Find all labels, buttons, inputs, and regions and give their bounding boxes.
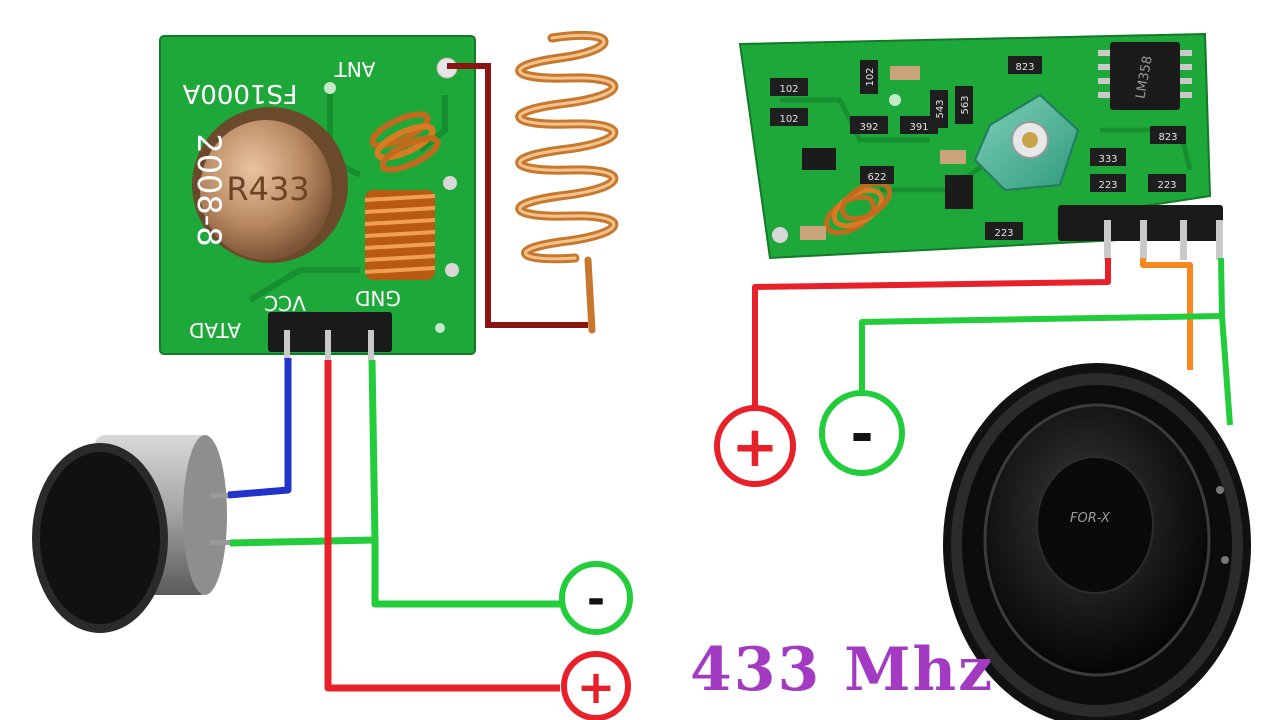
- board-name-label: FS1000A: [182, 78, 297, 108]
- crystal-resonator: R433: [192, 107, 348, 263]
- tx-vcc-wire-red: [324, 360, 560, 692]
- smd-resistor: 391: [900, 116, 938, 134]
- frequency-label: 433 Mhz: [690, 635, 995, 705]
- receiver-header: [1058, 205, 1223, 260]
- antenna-pin-label: ANT: [334, 57, 376, 81]
- mic-signal-wire-blue: [227, 358, 292, 499]
- tx-plus-symbol: +: [577, 660, 616, 714]
- speaker: FOR-X: [943, 363, 1251, 720]
- data-pin-label: ATAD: [189, 318, 241, 342]
- svg-text:391: 391: [909, 122, 928, 133]
- speaker-brand: FOR-X: [1070, 511, 1111, 526]
- transistor-1: [802, 148, 836, 170]
- svg-text:333: 333: [1098, 154, 1117, 165]
- smd-resistor: 392: [850, 116, 888, 134]
- svg-text:622: 622: [867, 172, 886, 183]
- receiver-module: LM358 102 102 392 391 622 543 563 823 82…: [738, 32, 1223, 260]
- date-code-label: 2008-8: [190, 133, 228, 246]
- smd-capacitor: [890, 66, 920, 80]
- smd-resistor: 823: [1150, 126, 1186, 144]
- receiver-coil: [823, 180, 893, 236]
- electret-microphone: [32, 435, 238, 633]
- rx-plus-symbol: +: [732, 415, 779, 480]
- small-coil: [369, 111, 441, 173]
- spring-antenna: [515, 30, 619, 334]
- svg-text:823: 823: [1158, 132, 1177, 143]
- smd-resistor: 102: [770, 108, 808, 126]
- smd-resistor: 102: [770, 78, 808, 96]
- trimmer-potentiometer: [973, 93, 1080, 192]
- transistor-2: [945, 175, 973, 209]
- svg-text:543: 543: [935, 99, 946, 118]
- svg-text:823: 823: [1015, 62, 1034, 73]
- tx-minus-symbol: -: [587, 574, 605, 625]
- svg-text:392: 392: [859, 122, 878, 133]
- rx-minus-symbol: -: [850, 402, 873, 467]
- antenna-wire: [447, 63, 588, 328]
- svg-text:102: 102: [779, 84, 798, 95]
- tx-plus-terminal: +: [561, 651, 631, 720]
- transmitter-module: R433 FS1000A ANT 2008-8 ATAD VCC GND: [159, 35, 476, 360]
- rx-vcc-wire-red: [752, 258, 1111, 410]
- smd-resistor: 823: [1008, 56, 1042, 74]
- smd-capacitor: [940, 150, 966, 164]
- smd-resistor: 333: [1090, 148, 1126, 166]
- vcc-pin-label: VCC: [264, 291, 306, 315]
- svg-text:223: 223: [994, 228, 1013, 239]
- smd-resistor: 223: [1148, 174, 1186, 192]
- rx-ground-wire-green: [859, 257, 1233, 426]
- smd-resistor: 622: [860, 166, 894, 184]
- smd-resistor: 102: [860, 60, 878, 94]
- smd-resistor: 543: [930, 90, 948, 128]
- smd-resistor: 223: [985, 222, 1023, 240]
- rx-minus-terminal: -: [819, 390, 905, 476]
- smd-resistor: 563: [955, 86, 973, 124]
- gnd-pin-label: GND: [355, 286, 401, 310]
- svg-text:563: 563: [960, 95, 971, 114]
- svg-text:102: 102: [779, 114, 798, 125]
- svg-text:102: 102: [865, 67, 876, 86]
- chip-label: LM358: [1133, 55, 1155, 100]
- svg-text:223: 223: [1098, 180, 1117, 191]
- svg-text:223: 223: [1157, 180, 1176, 191]
- rf-inductor-coil: [364, 190, 436, 280]
- crystal-label: R433: [226, 170, 309, 208]
- lm358-chip: LM358: [1098, 42, 1192, 110]
- rx-plus-terminal: +: [714, 405, 796, 487]
- transmitter-header: [268, 312, 392, 360]
- tx-ground-wire-green: [229, 359, 560, 608]
- smd-resistor: 223: [1090, 174, 1126, 192]
- smd-capacitor: [800, 226, 826, 240]
- tx-minus-terminal: -: [559, 561, 633, 635]
